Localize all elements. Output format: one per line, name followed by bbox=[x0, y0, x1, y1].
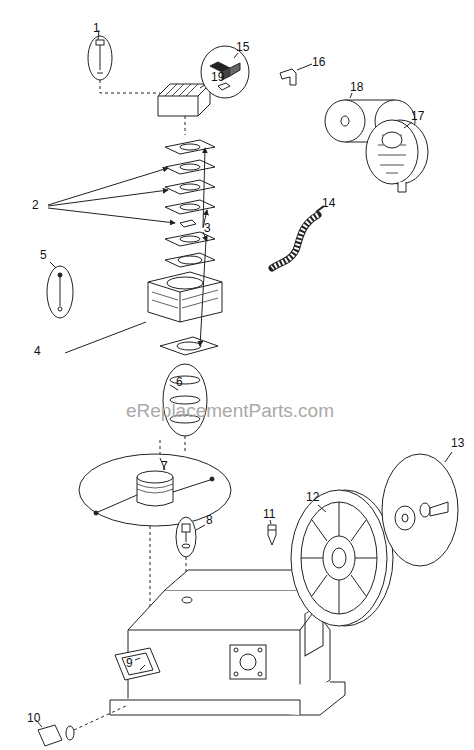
callout-number: 16 bbox=[312, 55, 325, 69]
callout-number: 9 bbox=[126, 656, 133, 670]
callout-number: 5 bbox=[40, 248, 47, 262]
watermark: eReplacementParts.com bbox=[126, 400, 334, 422]
callout-number: 4 bbox=[34, 344, 41, 358]
callout-number: 17 bbox=[411, 109, 424, 123]
callout-number: 13 bbox=[451, 436, 464, 450]
callout-number: 15 bbox=[236, 40, 249, 54]
callout-number: 19 bbox=[211, 70, 224, 84]
callout-number: 12 bbox=[306, 490, 319, 504]
callout-number: 7 bbox=[161, 459, 168, 473]
callout-number: 1 bbox=[93, 21, 100, 35]
callout-number: 11 bbox=[263, 507, 275, 521]
callout-number: 6 bbox=[176, 375, 183, 389]
callout-number: 14 bbox=[322, 196, 335, 210]
callout-number: 18 bbox=[350, 80, 363, 94]
callout-number: 10 bbox=[27, 711, 40, 725]
callout-number: 2 bbox=[32, 198, 39, 212]
callout-number: 3 bbox=[204, 221, 211, 235]
callout-number: 8 bbox=[206, 513, 213, 527]
